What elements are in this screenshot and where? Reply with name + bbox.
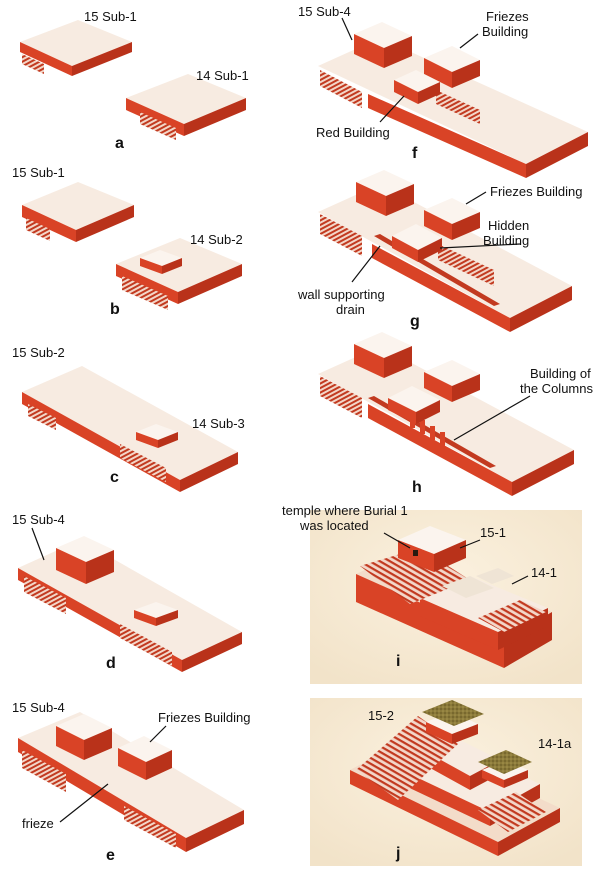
panel-g: Friezes Building Hidden Building wall su…: [297, 170, 583, 332]
label-hidden: Hidden: [488, 218, 529, 233]
temple-burial-1: [398, 526, 466, 572]
panel-letter-a: a: [115, 135, 124, 152]
panel-c: 15 Sub-2 14 Sub-3 c: [12, 345, 245, 492]
upper-building: [354, 332, 412, 378]
label-the-columns: the Columns: [520, 381, 593, 396]
leader-friezes-building: [465, 191, 487, 205]
building-block: [56, 536, 114, 584]
platform-14-sub-1: [126, 74, 246, 140]
leader-wall-supporting-drain: [351, 245, 381, 283]
complex-h: [318, 332, 574, 496]
leader-red-building: [379, 95, 405, 123]
label-temple-where-burial-1: temple where Burial 1: [282, 503, 408, 518]
leader-friezes-building: [149, 725, 167, 743]
platform-15-sub-1: [22, 182, 134, 242]
red-building-block: [394, 70, 440, 104]
panel-letter-b: b: [110, 301, 120, 318]
panel-letter-f: f: [412, 145, 418, 162]
label-14-sub-2: 14 Sub-2: [190, 232, 243, 247]
label-red-building: Red Building: [316, 125, 390, 140]
panel-e: 15 Sub-4 Friezes Building frieze e: [12, 700, 251, 864]
label-drain: drain: [336, 302, 365, 317]
label-friezes-building: Friezes Building: [158, 710, 251, 725]
label-15-sub-4: 15 Sub-4: [298, 4, 351, 19]
panel-letter-d: d: [106, 655, 116, 672]
leader-friezes: [459, 33, 479, 49]
upper-building: [354, 22, 412, 68]
pyramid-15-2-and-14-1a: [350, 700, 560, 856]
hidden-building-block: [392, 224, 442, 262]
friezes-building-block: [424, 46, 480, 88]
label-15-sub-4: 15 Sub-4: [12, 512, 65, 527]
pyramid-15-1-and-14-1: [356, 526, 552, 668]
platform-15-sub-2-to-14-sub-3: [22, 366, 238, 492]
platform-14-sub-2: [116, 238, 242, 310]
label-15-sub-1: 15 Sub-1: [84, 9, 137, 24]
panel-d: 15 Sub-4 d: [12, 512, 242, 672]
label-15-sub-4: 15 Sub-4: [12, 700, 65, 715]
panel-letter-j: j: [395, 845, 400, 862]
leader-building-of-the-columns: [453, 395, 531, 441]
panel-letter-h: h: [412, 479, 422, 496]
label-14-1a: 14-1a: [538, 736, 572, 751]
label-14-1: 14-1: [531, 565, 557, 580]
panel-a: 15 Sub-1 14 Sub-1 a: [20, 9, 249, 152]
label-building: Building: [482, 24, 528, 39]
leader-15-1: [459, 539, 481, 549]
label-frieze: frieze: [22, 816, 54, 831]
temple-14-1a: [478, 750, 532, 788]
leader-15-sub-4: [341, 17, 353, 41]
complex-f: [318, 22, 588, 178]
panel-letter-i: i: [396, 653, 400, 670]
leader-15-sub-4: [31, 527, 45, 561]
temple-15-2: [422, 700, 484, 744]
thatch-roof: [422, 700, 484, 726]
panel-f: 15 Sub-4 Friezes Building Red Building f: [298, 4, 588, 178]
platform-15-sub-4: [18, 712, 244, 852]
label-wall-supporting: wall supporting: [297, 287, 385, 302]
label-15-2: 15-2: [368, 708, 394, 723]
label-14-sub-3: 14 Sub-3: [192, 416, 245, 431]
panel-h: Building of the Columns h: [318, 332, 593, 496]
platform-15-sub-4: [18, 536, 242, 672]
panel-letter-g: g: [410, 313, 420, 330]
label-was-located: was located: [299, 518, 369, 533]
label-14-sub-1: 14 Sub-1: [196, 68, 249, 83]
panel-j: 15-2 14-1a j: [310, 698, 582, 866]
panel-b: 15 Sub-1 14 Sub-2 b: [12, 165, 243, 318]
label-friezes: Friezes: [486, 9, 529, 24]
platform-15-sub-1: [20, 20, 132, 76]
complex-g: [318, 170, 572, 332]
leader-14-1: [511, 575, 529, 585]
panel-letter-c: c: [110, 469, 119, 486]
thatch-roof: [478, 750, 532, 774]
friezes-building-block: [118, 736, 172, 780]
label-15-sub-1: 15 Sub-1: [12, 165, 65, 180]
upper-building: [356, 170, 414, 216]
panel-letter-e: e: [106, 847, 115, 864]
leader-frieze: [59, 783, 109, 823]
leader-temple-burial-1: [383, 532, 411, 549]
leader-hidden-building: [439, 243, 521, 249]
label-friezes-building: Friezes Building: [490, 184, 583, 199]
label-15-1: 15-1: [480, 525, 506, 540]
building-of-the-columns-block: [388, 386, 440, 424]
building-block: [56, 714, 112, 760]
friezes-building-block: [424, 360, 480, 402]
label-building-of: Building of: [530, 366, 591, 381]
friezes-building-block: [424, 198, 480, 240]
label-building: Building: [483, 233, 529, 248]
panel-i: temple where Burial 1 was located 15-1 1…: [282, 503, 582, 684]
label-15-sub-2: 15 Sub-2: [12, 345, 65, 360]
